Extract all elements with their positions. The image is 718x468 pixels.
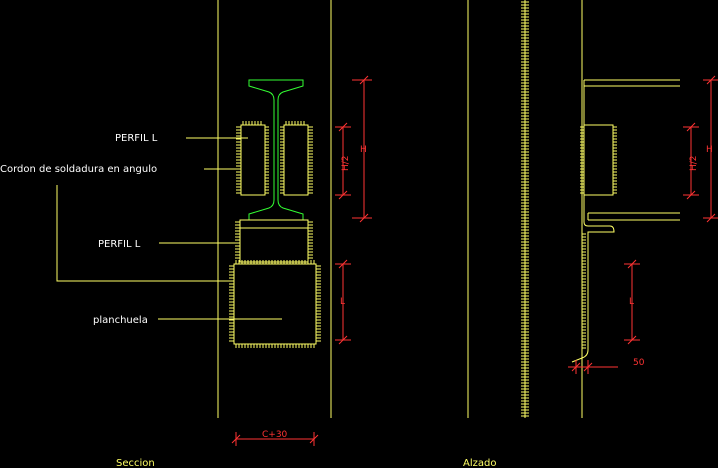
dim-l-left xyxy=(335,259,351,345)
dim-h-right xyxy=(703,75,718,223)
label-cordon: Cordon de soldadura en angulo xyxy=(0,164,157,175)
dim-l-right-text: L xyxy=(629,297,634,307)
label-planchuela: planchuela xyxy=(93,315,148,326)
angle-profile-mid xyxy=(235,219,313,263)
dim-h2-left-text: H/2 xyxy=(341,155,351,171)
i-beam-section xyxy=(248,79,304,221)
dim-h-left-text: H xyxy=(360,145,367,155)
elevation-beam xyxy=(583,79,680,222)
dim-l-right xyxy=(624,259,640,345)
dim-l-left-text: L xyxy=(340,297,345,307)
dim-c30 xyxy=(231,432,319,446)
angle-profile-left-top xyxy=(236,121,269,196)
label-alzado: Alzado xyxy=(463,458,496,468)
label-perfil-mid: PERFIL L xyxy=(98,239,141,250)
leader-cordon xyxy=(56,185,233,282)
dim-50-text: 50 xyxy=(633,358,645,368)
elevation-plate xyxy=(571,221,615,363)
dim-h2-right-text: H/2 xyxy=(689,155,699,171)
planchuela-plate xyxy=(229,260,321,348)
label-seccion: Seccion xyxy=(116,458,155,468)
elevation-angle-profile xyxy=(580,124,617,196)
dim-c30-text: C+30 xyxy=(262,430,288,440)
elevation-weld-hatch xyxy=(521,1,529,417)
dim-h2-right xyxy=(683,122,699,200)
elevation-plate-hatch xyxy=(582,233,586,349)
dim-h-right-text: H xyxy=(706,145,713,155)
label-perfil-top: PERFIL L xyxy=(115,133,158,144)
dim-h2-left xyxy=(335,122,351,200)
dim-50 xyxy=(568,360,618,374)
dim-h-left xyxy=(352,75,372,223)
angle-profile-right-top xyxy=(280,121,313,196)
